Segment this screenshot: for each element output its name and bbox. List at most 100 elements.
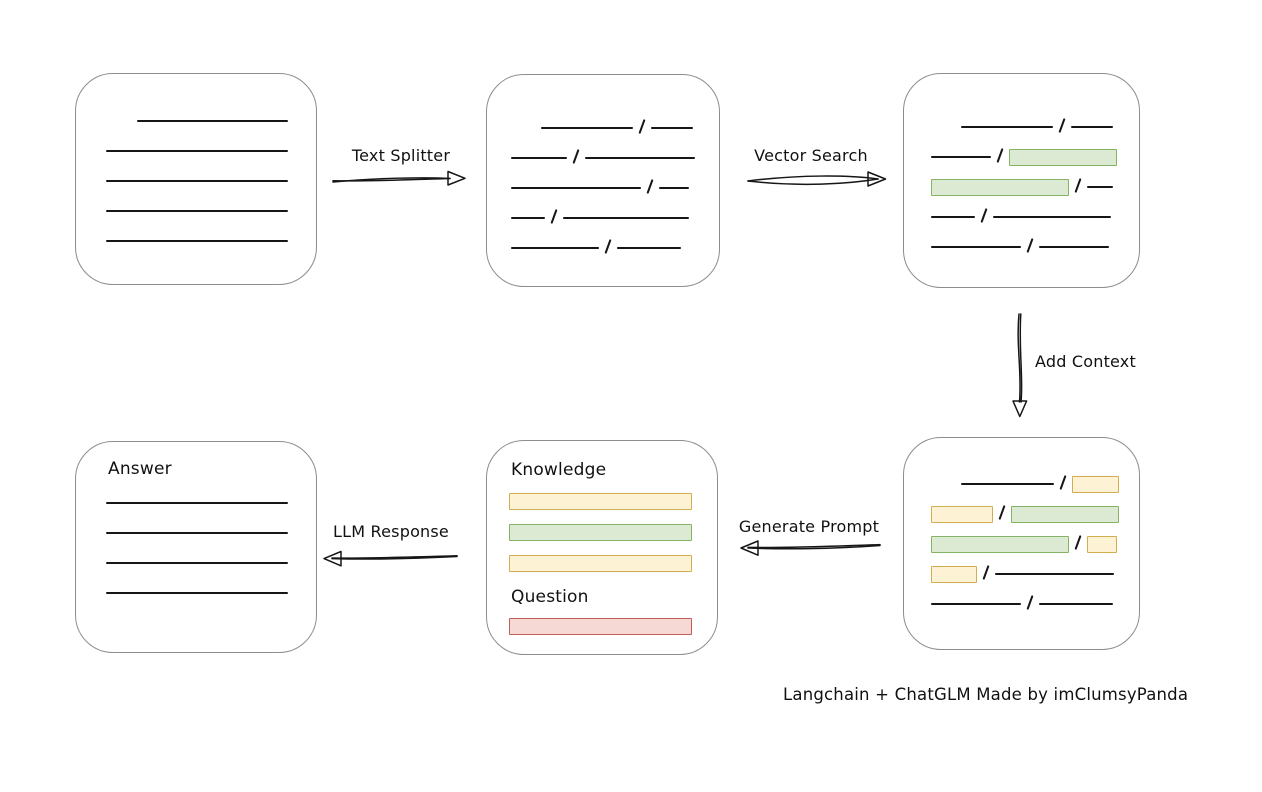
text-line bbox=[617, 247, 681, 249]
slash-separator bbox=[980, 207, 988, 223]
split-text-row bbox=[931, 202, 1139, 232]
footer-credit: Langchain + ChatGLM Made by imClumsyPand… bbox=[783, 685, 1189, 704]
split-text-row bbox=[931, 172, 1139, 202]
vector-search-label: Vector Search bbox=[754, 146, 868, 165]
split-text-row bbox=[931, 142, 1139, 172]
green-highlight-chip bbox=[931, 535, 1069, 553]
answer-lines bbox=[106, 488, 316, 608]
knowledge-bars bbox=[509, 493, 717, 572]
text-line bbox=[961, 483, 1054, 485]
green-highlight-chip bbox=[1009, 148, 1117, 166]
llm-response-arrow bbox=[323, 550, 458, 567]
answer-title: Answer bbox=[108, 459, 172, 479]
text-line-row bbox=[106, 518, 316, 548]
vector-search-result-box bbox=[903, 73, 1140, 288]
slash-separator bbox=[996, 147, 1004, 163]
slash-separator bbox=[1059, 474, 1067, 490]
yellow-highlight-chip bbox=[1087, 535, 1117, 553]
text-line bbox=[1039, 246, 1109, 248]
split-text-row bbox=[931, 529, 1139, 559]
split-text-row bbox=[931, 589, 1139, 619]
red-bar bbox=[509, 618, 692, 635]
text-line bbox=[931, 603, 1021, 605]
split-text-row bbox=[961, 469, 1139, 499]
text-line bbox=[585, 157, 695, 159]
slash-separator bbox=[550, 208, 558, 224]
yellow-bar bbox=[509, 555, 692, 572]
yellow-highlight-chip bbox=[931, 565, 977, 583]
text-line bbox=[511, 247, 599, 249]
text-line-row bbox=[106, 166, 316, 196]
yellow-bar bbox=[509, 493, 692, 510]
text-line bbox=[106, 180, 288, 182]
text-line bbox=[961, 126, 1053, 128]
text-line bbox=[563, 217, 689, 219]
text-line bbox=[651, 127, 693, 129]
text-line bbox=[137, 120, 288, 122]
slash-separator bbox=[646, 178, 654, 194]
slash-separator bbox=[1074, 534, 1082, 550]
generate-prompt-arrow bbox=[740, 540, 881, 556]
yellow-highlight-chip bbox=[1072, 475, 1119, 493]
text-line bbox=[931, 246, 1021, 248]
text-line bbox=[511, 157, 567, 159]
text-line-row bbox=[106, 226, 316, 256]
text-line bbox=[511, 217, 545, 219]
text-line bbox=[541, 127, 633, 129]
text-line bbox=[106, 592, 288, 594]
text-line bbox=[993, 216, 1111, 218]
vector-search-arrow bbox=[747, 171, 887, 187]
slash-separator bbox=[604, 238, 612, 254]
text-line-row bbox=[106, 196, 316, 226]
text-line bbox=[511, 187, 641, 189]
slash-separator bbox=[1074, 177, 1082, 193]
split-text-row bbox=[541, 113, 719, 143]
question-bars bbox=[509, 618, 717, 635]
answer-box: Answer bbox=[75, 441, 317, 653]
knowledge-title: Knowledge bbox=[511, 460, 607, 480]
split-text-row bbox=[931, 499, 1139, 529]
add-context-label: Add Context bbox=[1035, 352, 1136, 371]
text-line bbox=[1039, 603, 1113, 605]
text-line bbox=[1071, 126, 1113, 128]
yellow-highlight-chip bbox=[931, 505, 993, 523]
text-line bbox=[106, 210, 288, 212]
split-text-row bbox=[511, 203, 719, 233]
text-line bbox=[1087, 186, 1113, 188]
add-context-arrow bbox=[1012, 313, 1028, 418]
green-highlight-chip bbox=[1011, 505, 1119, 523]
split-text-row bbox=[961, 112, 1139, 142]
text-splitter-label: Text Splitter bbox=[351, 146, 451, 165]
text-line bbox=[106, 562, 288, 564]
split-text-row bbox=[931, 232, 1139, 262]
slash-separator bbox=[1058, 117, 1066, 133]
text-line bbox=[931, 156, 991, 158]
text-line bbox=[931, 216, 975, 218]
text-line bbox=[106, 150, 288, 152]
slash-separator bbox=[1026, 594, 1034, 610]
question-title: Question bbox=[511, 587, 589, 607]
generate-prompt-label: Generate Prompt bbox=[738, 517, 880, 536]
text-line-row bbox=[106, 578, 316, 608]
context-box bbox=[903, 437, 1140, 650]
split-text-row bbox=[931, 559, 1139, 589]
split-text-box bbox=[486, 74, 720, 287]
split-text-row bbox=[511, 233, 719, 263]
document-box bbox=[75, 73, 317, 285]
text-line bbox=[106, 532, 288, 534]
text-splitter-arrow bbox=[332, 170, 466, 186]
prompt-box: Knowledge Question bbox=[486, 440, 718, 655]
text-line-row bbox=[106, 136, 316, 166]
slash-separator bbox=[572, 148, 580, 164]
llm-response-label: LLM Response bbox=[333, 522, 449, 541]
green-highlight-chip bbox=[931, 178, 1069, 196]
text-line bbox=[106, 240, 288, 242]
split-text-row bbox=[511, 143, 719, 173]
text-line bbox=[995, 573, 1114, 575]
slash-separator bbox=[982, 564, 990, 580]
text-line-row bbox=[106, 106, 316, 136]
split-text-row bbox=[511, 173, 719, 203]
text-line bbox=[659, 187, 689, 189]
text-line-row bbox=[106, 488, 316, 518]
